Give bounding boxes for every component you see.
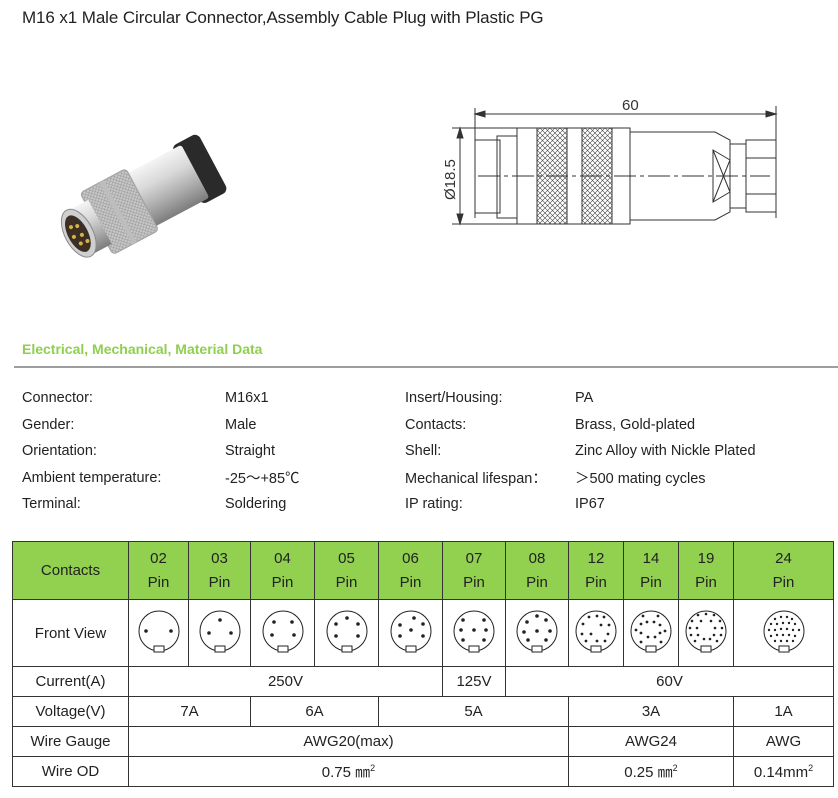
spec-label: Connector: bbox=[22, 390, 93, 407]
pin-layout-07-icon bbox=[453, 610, 495, 653]
spec-value: -25～+85℃ bbox=[225, 471, 300, 488]
spec-list-left: Connector: M16x1 Gender: Male Orientation:… bbox=[22, 385, 300, 518]
spec-row-contacts: Contacts: Brass, Gold-plated bbox=[405, 412, 756, 439]
voltage-value-3a: 3A bbox=[568, 696, 734, 727]
voltage-value-1a: 1A bbox=[733, 696, 834, 727]
voltage-value-6a: 6A bbox=[250, 696, 379, 727]
wire-gauge-awg: AWG bbox=[733, 726, 834, 757]
current-label: Current(A) bbox=[12, 666, 129, 697]
wire-od-014: 0.14mm2 bbox=[733, 756, 834, 787]
wire-gauge-row: Wire Gauge AWG20(max) AWG24 AWG bbox=[12, 726, 834, 757]
voltage-value-5a: 5A bbox=[378, 696, 569, 727]
pin-layout-12-icon bbox=[575, 610, 617, 653]
section-title: Electrical, Mechanical, Material Data bbox=[22, 341, 263, 357]
spec-row-terminal: Terminal: Soldering bbox=[22, 491, 300, 518]
spec-value: Brass, Gold-plated bbox=[575, 416, 696, 433]
spec-label: Terminal: bbox=[22, 496, 81, 513]
spec-label: Contacts: bbox=[405, 416, 467, 433]
front-view-row: Front View bbox=[12, 599, 834, 667]
wire-gauge-awg24: AWG24 bbox=[568, 726, 734, 757]
spec-row-gender: Gender: Male bbox=[22, 412, 300, 439]
pin-layout-06-icon bbox=[390, 610, 431, 653]
spec-value: Straight bbox=[225, 443, 275, 460]
pin-layout-04-icon bbox=[262, 610, 303, 653]
spec-row-insert: Insert/Housing: PA bbox=[405, 385, 756, 412]
wire-gauge-awg20: AWG20(max) bbox=[128, 726, 569, 757]
voltage-row: Voltage(V) 7A 6A 5A 3A 1A bbox=[12, 696, 834, 727]
pin-layout-19-icon bbox=[685, 610, 727, 653]
current-value-250v: 250V bbox=[128, 666, 443, 697]
pin-layout-02-icon bbox=[138, 610, 179, 653]
current-value-60v: 60V bbox=[505, 666, 834, 697]
spec-value: Soldering bbox=[225, 496, 287, 513]
wire-od-075: 0.75 ㎜2 bbox=[128, 756, 569, 787]
spec-value: ＞500 mating cycles bbox=[575, 471, 706, 488]
pin-layout-14-icon bbox=[630, 610, 672, 653]
contacts-header: Contacts bbox=[12, 541, 129, 600]
spec-label: Mechanical lifespan： bbox=[405, 471, 547, 488]
pin-layout-24-icon bbox=[763, 610, 804, 653]
current-row: Current(A) 250V 125V 60V bbox=[12, 666, 834, 697]
front-view-label: Front View bbox=[12, 599, 129, 667]
spec-label: Orientation: bbox=[22, 443, 97, 460]
pin-layout-03-icon bbox=[199, 610, 240, 653]
spec-label: Shell: bbox=[405, 443, 442, 460]
spec-value: IP67 bbox=[575, 496, 605, 513]
pin-layout-05-icon bbox=[326, 610, 367, 653]
wire-od-label: Wire OD bbox=[12, 756, 129, 787]
diameter-dimension: Ø18.5 bbox=[442, 159, 459, 200]
wire-od-025: 0.25 ㎜2 bbox=[568, 756, 734, 787]
page-title: M16 x1 Male Circular Connector,Assembly … bbox=[22, 8, 544, 27]
spec-row-orientation: Orientation: Straight bbox=[22, 438, 300, 465]
spec-label: Insert/Housing: bbox=[405, 390, 503, 407]
spec-list-right: Insert/Housing: PA Contacts: Brass, Gold-p… bbox=[405, 385, 756, 518]
spec-label: Ambient temperature: bbox=[22, 469, 162, 486]
length-dimension: 60 bbox=[622, 97, 639, 114]
spec-value: Male bbox=[225, 416, 257, 433]
spec-row-temperature: Ambient temperature: -25～+85℃ bbox=[22, 465, 300, 492]
spec-row-connector: Connector: M16x1 bbox=[22, 385, 300, 412]
wire-od-row: Wire OD 0.75 ㎜2 0.25 ㎜2 0.14mm2 bbox=[12, 756, 834, 787]
dimension-drawing: 60 Ø18.5 bbox=[442, 97, 778, 226]
voltage-value-7a: 7A bbox=[128, 696, 251, 727]
wire-gauge-label: Wire Gauge bbox=[12, 726, 129, 757]
spec-label: IP rating: bbox=[405, 496, 463, 513]
pin-layout-08-icon bbox=[516, 610, 558, 653]
spec-value: Zinc Alloy with Nickle Plated bbox=[575, 443, 756, 460]
spec-row-shell: Shell: Zinc Alloy with Nickle Plated bbox=[405, 438, 756, 465]
current-value-125v: 125V bbox=[442, 666, 506, 697]
voltage-label: Voltage(V) bbox=[12, 696, 129, 727]
connector-product-photo bbox=[60, 134, 227, 258]
spec-label: Gender: bbox=[22, 416, 75, 433]
spec-row-ip: IP rating: IP67 bbox=[405, 491, 756, 518]
spec-value: PA bbox=[575, 390, 594, 407]
section-divider bbox=[14, 366, 838, 368]
spec-row-lifespan: Mechanical lifespan： ＞500 mating cycles bbox=[405, 465, 756, 492]
spec-value: M16x1 bbox=[225, 390, 269, 407]
